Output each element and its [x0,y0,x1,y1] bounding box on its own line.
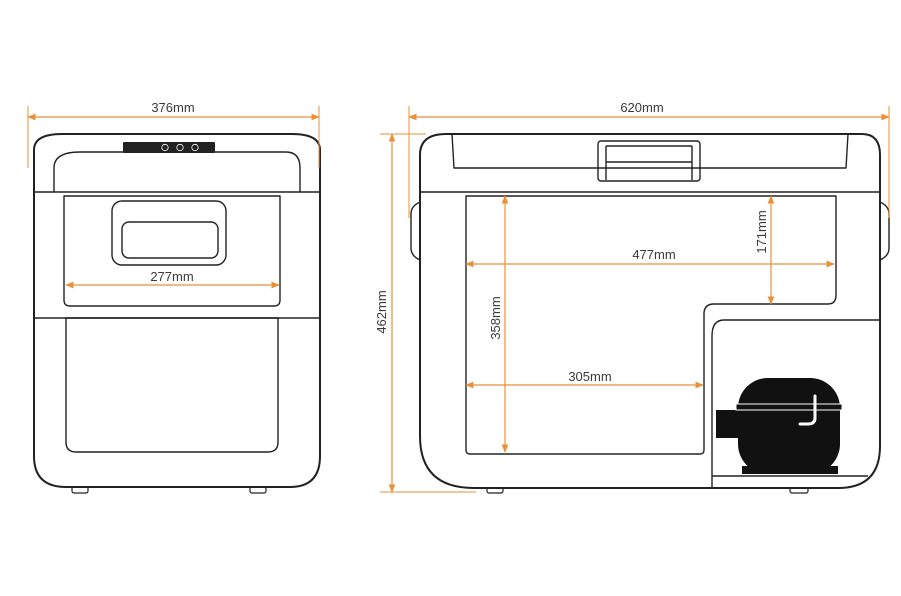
front-inner-width-label: 277mm [150,269,193,284]
compressor-housing [711,319,880,488]
step-height-label: 171mm [754,210,769,253]
interior-compartment [465,195,837,455]
front-lower-panel [65,317,279,453]
inner-width-label: 477mm [632,247,675,262]
compressor-icon [716,378,843,474]
front-width-label: 376mm [151,100,194,115]
side-lid [451,133,849,169]
side-width-label: 620mm [620,100,663,115]
panel-button-down-icon [176,143,184,152]
front-body [33,133,321,488]
front-view: 376mm 277mm [27,100,321,494]
top-handle-inner [605,145,693,163]
side-end-cap-left [410,201,421,261]
inner-height-label: 358mm [488,296,503,339]
side-height-label: 462mm [374,290,389,333]
side-end-cap-right [879,201,890,261]
front-handle-inner [121,221,219,259]
front-upper-panel [63,195,281,307]
front-handle-outer [111,200,227,266]
control-panel [123,142,215,153]
side-view: 620mm 462mm 477mm 171mm 358mm 305mm [374,100,890,494]
lower-width-label: 305mm [568,369,611,384]
panel-button-power-icon [191,143,199,152]
top-handle-outer [597,140,701,182]
panel-button-up-icon [161,143,169,152]
